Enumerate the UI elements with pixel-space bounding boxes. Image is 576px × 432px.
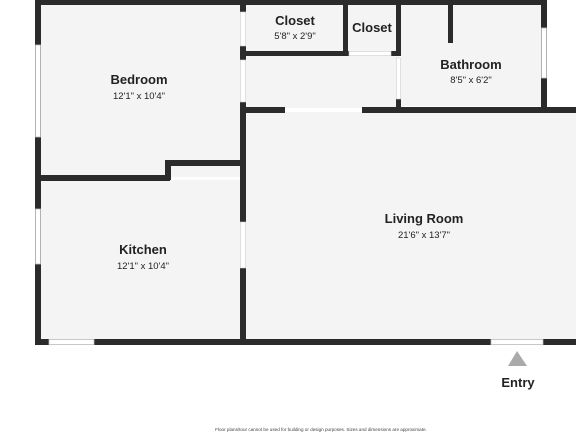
door-opening-edges [240, 11, 401, 269]
entry-label: Entry [501, 375, 535, 390]
kitchen-dims: 12'1" x 10'4" [117, 261, 169, 272]
door-openings [240, 12, 401, 268]
entry-door-opening [490, 339, 544, 345]
kitchen-window [35, 208, 41, 265]
closet-2-name: Closet [352, 20, 392, 35]
bedroom-name: Bedroom [110, 72, 167, 87]
closet-1-name: Closet [275, 13, 315, 28]
wall-bath-stub [448, 0, 453, 43]
closet-2-floor [348, 5, 397, 51]
bedroom-window [35, 44, 41, 138]
wall-bed-kitchen-right [165, 160, 245, 166]
wall-closet-2-right [396, 0, 401, 56]
wall-bottom-right [543, 339, 576, 345]
wall-living-top-left [243, 107, 285, 113]
bathroom-name: Bathroom [440, 57, 501, 72]
closet-2-door-edge [348, 50, 392, 56]
closet-1-door-edge [240, 11, 247, 47]
room-labels: Bedroom 12'1" x 10'4" Closet 5'8" x 2'9"… [110, 13, 535, 432]
wall-closet-divider [343, 0, 348, 56]
bathroom-dims: 8'5" x 6'2" [450, 75, 492, 86]
bedroom-door-edge [240, 59, 247, 103]
closet-1-door [240, 12, 246, 46]
living-floor [246, 112, 576, 339]
wall-top [35, 0, 547, 5]
bathroom-floor [401, 5, 543, 106]
wall-closet-1-bottom [243, 51, 349, 56]
wall-bath-left [396, 99, 401, 108]
bedroom-door [240, 60, 246, 102]
floor-areas [41, 5, 576, 339]
kitchen-name: Kitchen [119, 242, 167, 257]
bathroom-window [541, 27, 547, 79]
closet-1-floor [246, 5, 343, 51]
wall-center-vertical [240, 0, 246, 345]
kitchen-door-edge [240, 221, 247, 269]
kitchen-door [240, 222, 246, 268]
kitchen-floor [41, 180, 243, 339]
wall-bed-kitchen-step [165, 160, 171, 180]
bedroom-floor [41, 5, 243, 177]
wall-bottom-left [35, 339, 49, 345]
wall-left [35, 0, 41, 345]
bathroom-door-edge [395, 57, 401, 100]
entry-arrow-icon [508, 351, 527, 366]
wall-bed-kitchen-left [38, 175, 170, 181]
wall-bottom-mid [94, 339, 491, 345]
wall-closet-2-bottom-right [391, 51, 400, 56]
wall-living-top-right [362, 107, 576, 113]
closet-2-door [349, 51, 391, 56]
disclaimer-text: Floor plans/tour cannot be used for buil… [215, 427, 427, 432]
closet-1-dims: 5'8" x 2'9" [274, 31, 316, 42]
living-room-dims: 21'6" x 13'7" [398, 230, 450, 241]
kitchen-bottom-window [48, 339, 95, 345]
windows [35, 27, 547, 345]
living-room-name: Living Room [385, 211, 464, 226]
bedroom-dims: 12'1" x 10'4" [113, 91, 165, 102]
bathroom-door [396, 58, 401, 99]
hall-floor [246, 56, 399, 108]
